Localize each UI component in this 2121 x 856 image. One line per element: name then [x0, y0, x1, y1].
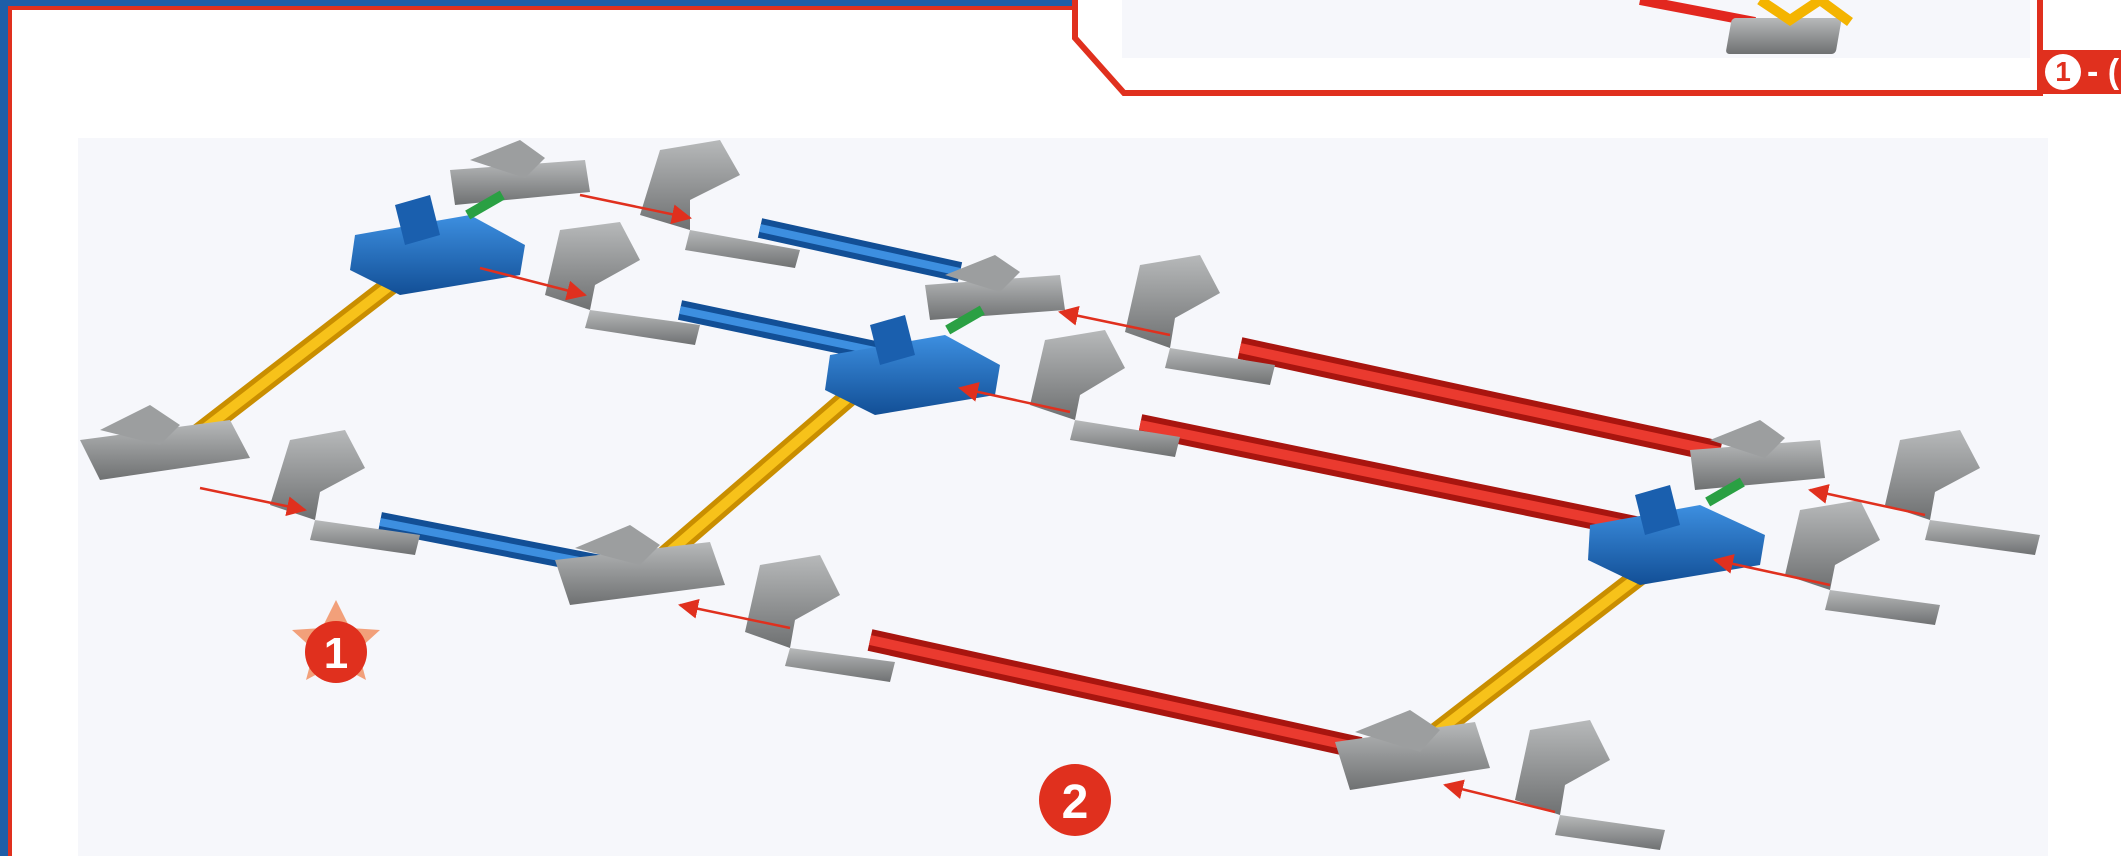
step-two-label: 2	[1062, 776, 1089, 829]
corner-step-tag: 1 - (	[2037, 50, 2121, 94]
corner-step-number: 1	[2045, 54, 2081, 90]
left-edge-strip	[0, 0, 8, 856]
corner-step-suffix: - (	[2087, 53, 2119, 92]
step-one-label: 1	[324, 629, 348, 678]
step-two-badge: 2	[1039, 764, 1111, 836]
